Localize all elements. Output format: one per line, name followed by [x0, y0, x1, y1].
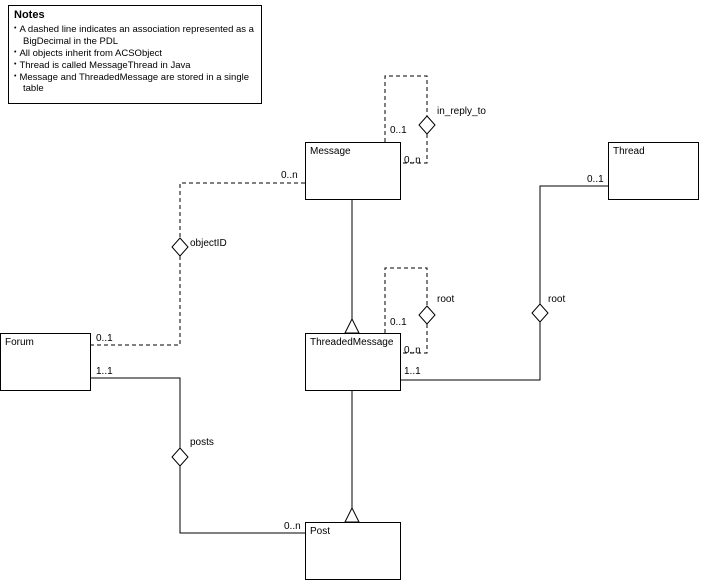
association-line-objectid-lower	[91, 256, 181, 346]
note-item: Message and ThreadedMessage are stored i…	[14, 72, 255, 96]
class-box-forum: Forum	[0, 333, 91, 391]
class-label-message: Message	[310, 146, 351, 157]
association-line-posts-upper	[91, 377, 181, 448]
class-label-threaded-message: ThreadedMessage	[310, 337, 394, 348]
aggregation-diamond-posts	[171, 447, 189, 467]
aggregation-diamond-objectid	[171, 237, 189, 257]
association-label-root-thread: root	[548, 294, 566, 305]
class-label-thread: Thread	[613, 146, 645, 157]
association-line-in-reply-to-upper	[384, 75, 428, 142]
multiplicity-root-thread: 0..1	[587, 174, 604, 185]
class-box-message: Message	[305, 142, 401, 200]
association-line-root-self-upper	[384, 267, 428, 333]
multiplicity-root-self-top: 0..1	[390, 317, 407, 328]
multiplicity-posts-forum: 1..1	[96, 366, 113, 377]
multiplicity-posts-post: 0..n	[284, 521, 301, 532]
multiplicity-objectid-forum: 0..1	[96, 333, 113, 344]
class-label-post: Post	[310, 526, 331, 537]
multiplicity-root-threaded-message: 1..1	[404, 366, 421, 377]
aggregation-diamond-root-self	[418, 305, 436, 325]
note-item: A dashed line indicates an association r…	[14, 24, 255, 48]
association-line-objectid-upper	[179, 182, 305, 238]
note-item: Thread is called MessageThread in Java	[14, 60, 255, 72]
association-line-in-reply-to-lower	[401, 134, 428, 164]
generalization-arrow-threadedmessage	[344, 317, 360, 334]
multiplicity-root-self-right: 0..n	[404, 345, 421, 356]
notes-panel: Notes A dashed line indicates an associa…	[8, 5, 262, 104]
note-item: All objects inherit from ACSObject	[14, 48, 255, 60]
association-label-root-self: root	[437, 294, 455, 305]
association-line-root-thread-upper	[539, 185, 608, 304]
multiplicity-in-reply-to-message-right: 0..n	[404, 155, 421, 166]
generalization-arrow-post	[344, 506, 360, 523]
association-line-root-self-lower	[401, 324, 428, 354]
class-label-forum: Forum	[5, 337, 34, 348]
class-box-threaded-message: ThreadedMessage	[305, 333, 401, 391]
association-label-objectid: objectID	[190, 238, 227, 249]
class-box-post: Post	[305, 522, 401, 580]
multiplicity-objectid-message: 0..n	[281, 170, 298, 181]
multiplicity-in-reply-to-message-top: 0..1	[390, 125, 407, 136]
notes-list: A dashed line indicates an association r…	[14, 24, 255, 95]
class-box-thread: Thread	[608, 142, 699, 200]
association-line-posts-lower	[179, 466, 305, 534]
aggregation-diamond-in-reply-to	[418, 115, 436, 135]
association-line-root-thread-lower	[401, 322, 541, 381]
association-label-in-reply-to: in_reply_to	[437, 106, 486, 117]
aggregation-diamond-root-thread	[531, 303, 549, 323]
association-label-posts: posts	[190, 437, 214, 448]
notes-title: Notes	[14, 9, 45, 21]
